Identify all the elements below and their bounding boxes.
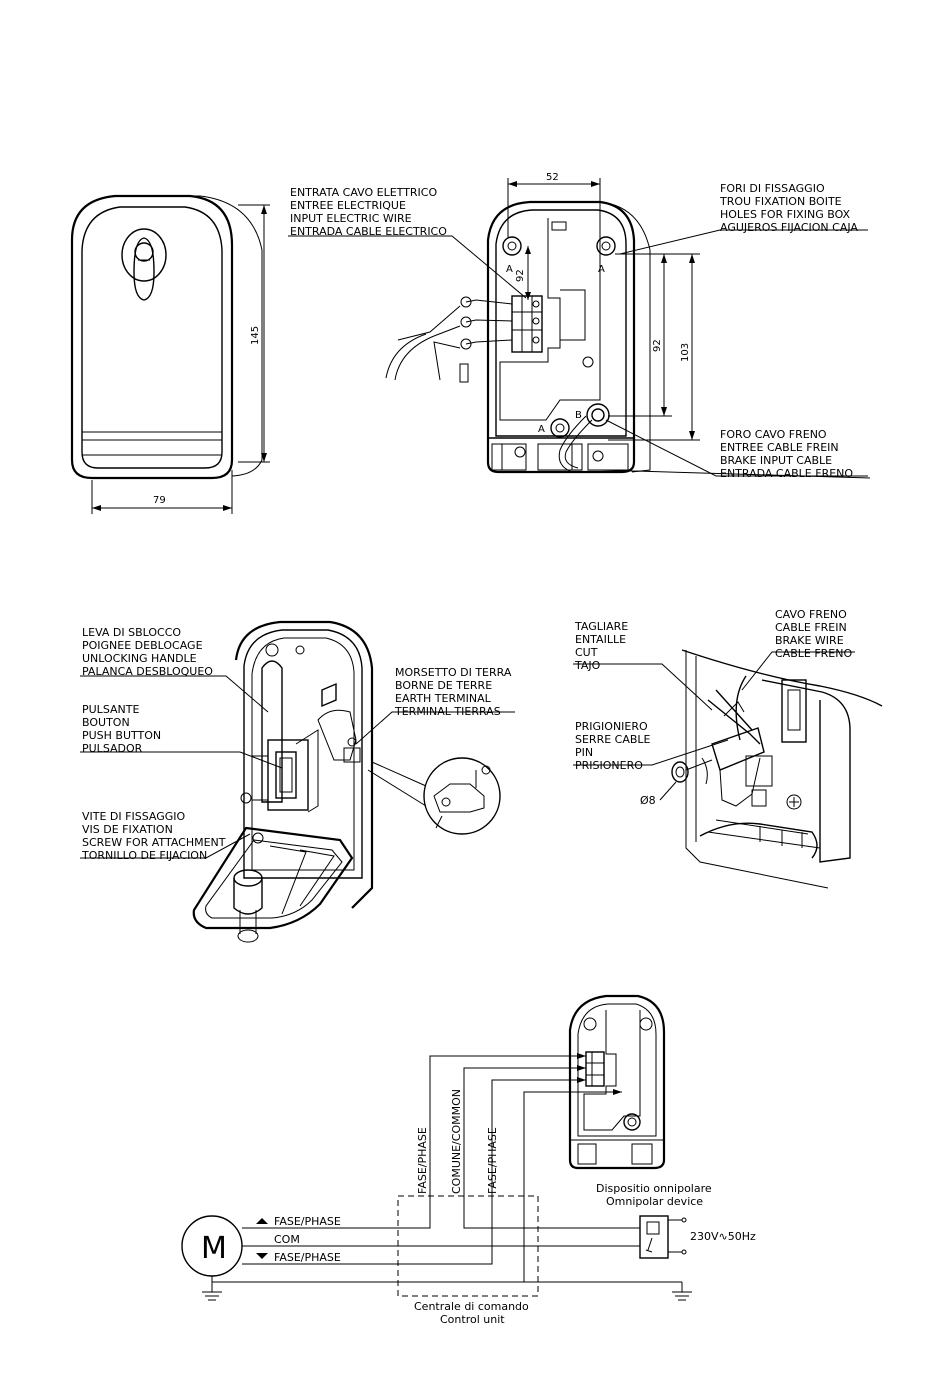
label-brake-wire: CAVO FRENO CABLE FREIN BRAKE WIRE CABLE … bbox=[775, 608, 852, 660]
svg-text:TAGLIARE: TAGLIARE bbox=[574, 620, 628, 633]
vert-phase-right-label: FASE/PHASE bbox=[486, 1127, 499, 1194]
svg-text:CABLE FRENO: CABLE FRENO bbox=[775, 647, 852, 660]
device-it-label: Dispositio onnipolare bbox=[596, 1182, 712, 1195]
hole-a-label-2: A bbox=[598, 264, 605, 275]
svg-text:SCREW FOR ATTACHMENT: SCREW FOR ATTACHMENT bbox=[82, 836, 226, 849]
svg-text:TROU FIXATION BOITE: TROU FIXATION BOITE bbox=[719, 195, 842, 208]
arrow-down-icon bbox=[256, 1253, 268, 1259]
svg-text:TERMINAL TIERRAS: TERMINAL TIERRAS bbox=[394, 705, 501, 718]
svg-text:EARTH TERMINAL: EARTH TERMINAL bbox=[395, 692, 492, 705]
device-en-label: Omnipolar device bbox=[606, 1195, 703, 1208]
svg-text:BORNE DE TERRE: BORNE DE TERRE bbox=[395, 679, 492, 692]
svg-text:BRAKE INPUT CABLE: BRAKE INPUT CABLE bbox=[720, 454, 832, 467]
svg-text:ENTREE CABLE FREIN: ENTREE CABLE FREIN bbox=[720, 441, 839, 454]
back-view-box: A A A B bbox=[288, 172, 871, 479]
svg-text:PALANCA DESBLOQUEO: PALANCA DESBLOQUEO bbox=[82, 665, 213, 678]
label-cut: TAGLIARE ENTAILLE CUT TAJO bbox=[574, 620, 628, 672]
dim-145-label: 145 bbox=[250, 326, 261, 345]
label-pin: PRIGIONIERO SERRE CABLE PIN PRISIONERO bbox=[575, 720, 651, 772]
control-en-label: Control unit bbox=[440, 1313, 505, 1326]
hole-b-label: B bbox=[575, 410, 582, 421]
svg-text:PRIGIONIERO: PRIGIONIERO bbox=[575, 720, 648, 733]
wiring-lines bbox=[181, 1053, 692, 1301]
vert-common-label: COMUNE/COMMON bbox=[450, 1089, 463, 1194]
dim-52-label: 52 bbox=[546, 172, 559, 183]
hole-a-label-1: A bbox=[506, 264, 513, 275]
svg-text:ENTRATA CAVO ELETTRICO: ENTRATA CAVO ELETTRICO bbox=[290, 186, 437, 199]
svg-text:ENTREE ELECTRIQUE: ENTREE ELECTRIQUE bbox=[290, 199, 406, 212]
lock-barrel-icon bbox=[233, 869, 263, 943]
svg-text:TORNILLO DE FIJACION: TORNILLO DE FIJACION bbox=[81, 849, 207, 862]
svg-text:FORI DI FISSAGGIO: FORI DI FISSAGGIO bbox=[720, 182, 825, 195]
svg-text:CABLE FREIN: CABLE FREIN bbox=[775, 621, 847, 634]
svg-text:LEVA DI SBLOCCO: LEVA DI SBLOCCO bbox=[82, 626, 181, 639]
line-com-label: COM bbox=[274, 1233, 300, 1246]
svg-text:FORO CAVO FRENO: FORO CAVO FRENO bbox=[720, 428, 827, 441]
svg-text:AGUJEROS FIJACION CAJA: AGUJEROS FIJACION CAJA bbox=[720, 221, 858, 234]
svg-text:POIGNEE DEBLOCAGE: POIGNEE DEBLOCAGE bbox=[82, 639, 203, 652]
svg-text:PIN: PIN bbox=[575, 746, 593, 759]
svg-text:VIS DE FIXATION: VIS DE FIXATION bbox=[82, 823, 173, 836]
dim-92-label: 92 bbox=[652, 339, 663, 352]
svg-text:BRAKE WIRE: BRAKE WIRE bbox=[775, 634, 844, 647]
input-wires bbox=[385, 296, 513, 383]
fixing-hole-a-left bbox=[502, 236, 522, 256]
svg-text:CAVO FRENO: CAVO FRENO bbox=[775, 608, 847, 621]
supply-label: 230V∿50Hz bbox=[690, 1230, 756, 1243]
ground-icon-left bbox=[202, 1291, 222, 1301]
svg-text:CUT: CUT bbox=[575, 646, 598, 659]
line-phase-up-label: FASE/PHASE bbox=[274, 1215, 341, 1228]
ground-icon-right bbox=[672, 1291, 692, 1301]
svg-text:ENTRADA CABLE ELECTRICO: ENTRADA CABLE ELECTRICO bbox=[290, 225, 447, 238]
lock-cylinder-icon bbox=[121, 228, 167, 301]
front-view-box: 145 79 bbox=[70, 194, 270, 514]
vert-phase-left-label: FASE/PHASE bbox=[416, 1127, 429, 1194]
dim-92-small-label: 92 bbox=[515, 269, 526, 282]
omnipolar-device-icon bbox=[639, 1215, 687, 1259]
hole-a-label-3: A bbox=[538, 424, 545, 435]
control-unit-box bbox=[397, 1195, 539, 1297]
label-input-wire: ENTRATA CAVO ELETTRICO ENTREE ELECTRIQUE… bbox=[290, 186, 447, 238]
svg-text:MORSETTO DI TERRA: MORSETTO DI TERRA bbox=[395, 666, 512, 679]
dim-79-label: 79 bbox=[153, 495, 166, 506]
label-unlock-handle: LEVA DI SBLOCCO POIGNEE DEBLOCAGE UNLOCK… bbox=[82, 626, 213, 678]
open-box-view bbox=[80, 620, 515, 943]
svg-text:PULSANTE: PULSANTE bbox=[82, 703, 139, 716]
svg-text:ENTRADA CABLE FRENO: ENTRADA CABLE FRENO bbox=[720, 467, 853, 480]
label-push-button: PULSANTE BOUTON PUSH BUTTON PULSADOR bbox=[82, 703, 161, 755]
fixing-hole-a-right bbox=[596, 236, 616, 256]
arrow-up-icon bbox=[256, 1218, 268, 1224]
dim-103-label: 103 bbox=[680, 343, 691, 362]
svg-text:ENTAILLE: ENTAILLE bbox=[575, 633, 626, 646]
svg-text:PULSADOR: PULSADOR bbox=[82, 742, 143, 755]
svg-text:SERRE CABLE: SERRE CABLE bbox=[575, 733, 651, 746]
brake-cable-detail bbox=[573, 649, 883, 889]
label-earth-terminal: MORSETTO DI TERRA BORNE DE TERRE EARTH T… bbox=[394, 666, 512, 718]
line-phase-down-label: FASE/PHASE bbox=[274, 1251, 341, 1264]
motor-label: M bbox=[201, 1231, 227, 1266]
svg-text:TAJO: TAJO bbox=[574, 659, 601, 672]
earth-terminal-detail bbox=[423, 757, 501, 835]
svg-text:VITE DI FISSAGGIO: VITE DI FISSAGGIO bbox=[82, 810, 186, 823]
svg-text:BOUTON: BOUTON bbox=[82, 716, 130, 729]
svg-text:HOLES FOR FIXING BOX: HOLES FOR FIXING BOX bbox=[720, 208, 851, 221]
svg-text:UNLOCKING HANDLE: UNLOCKING HANDLE bbox=[82, 652, 197, 665]
label-brake-input: FORO CAVO FRENO ENTREE CABLE FREIN BRAKE… bbox=[720, 428, 853, 480]
push-button-icon bbox=[251, 729, 319, 813]
svg-text:PRISIONERO: PRISIONERO bbox=[575, 759, 643, 772]
terminal-block bbox=[511, 295, 543, 353]
fixing-hole-a-bottom bbox=[550, 418, 570, 438]
brake-hole-b bbox=[586, 403, 610, 427]
wiring-box bbox=[568, 994, 666, 1170]
pin-diameter-label: Ø8 bbox=[640, 794, 656, 807]
label-fix-screw: VITE DI FISSAGGIO VIS DE FIXATION SCREW … bbox=[81, 810, 226, 862]
label-fixing-holes: FORI DI FISSAGGIO TROU FIXATION BOITE HO… bbox=[719, 182, 858, 234]
svg-text:PUSH BUTTON: PUSH BUTTON bbox=[82, 729, 161, 742]
svg-text:INPUT ELECTRIC WIRE: INPUT ELECTRIC WIRE bbox=[290, 212, 412, 225]
control-it-label: Centrale di comando bbox=[414, 1300, 529, 1313]
